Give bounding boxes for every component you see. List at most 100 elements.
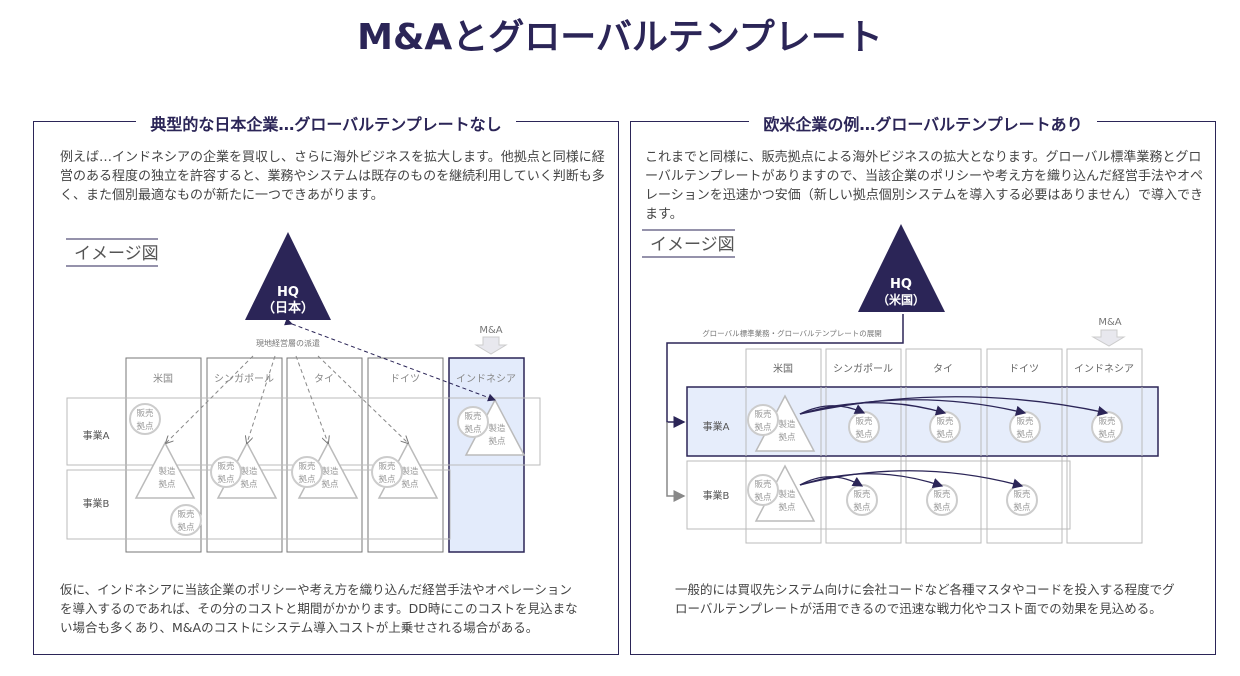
dispatch-arrow: [247, 355, 276, 443]
right-hq-country: （米国）: [877, 292, 925, 307]
sales-label: 販売: [1098, 416, 1116, 427]
sales-label: 販売: [933, 489, 951, 500]
mfg-label: 拠点: [240, 479, 258, 490]
country-label: タイ: [933, 363, 953, 375]
country-column: [206, 357, 283, 553]
sales-label: 拠点: [298, 474, 316, 485]
left-image-label: イメージ図: [74, 244, 159, 264]
sales-label: 販売: [217, 461, 235, 472]
country-label: ドイツ: [390, 374, 420, 385]
sales-base-icon: [747, 474, 779, 506]
sales-label: 販売: [1016, 416, 1034, 427]
mfg-label: 拠点: [778, 432, 796, 443]
sales-label: 拠点: [933, 502, 951, 513]
right-deploy-label: グローバル標準業務・グローバルテンプレートの展開: [702, 328, 882, 338]
mfg-label: 製造: [321, 466, 339, 477]
country-column: [125, 357, 202, 553]
business-row-b: [686, 460, 1071, 530]
mfg-label: 製造: [158, 466, 176, 477]
sales-label: 拠点: [136, 421, 154, 432]
country-label: シンガポール: [214, 373, 274, 385]
business-label: 事業B: [83, 497, 110, 510]
right-ma-arrow-icon: [1091, 329, 1126, 347]
business-label: 事業A: [83, 429, 110, 442]
mfg-label: 拠点: [778, 502, 796, 513]
slide-title: M&Aとグローバルテンプレート: [357, 17, 883, 58]
left-ma-arrow-icon: [474, 336, 508, 355]
sales-label: 販売: [378, 461, 396, 472]
country-label: インドネシア: [456, 373, 516, 385]
sales-label: 販売: [177, 509, 195, 520]
mfg-label: 拠点: [321, 479, 339, 490]
sales-label: 拠点: [855, 429, 873, 440]
sales-label: 販売: [936, 416, 954, 427]
sales-label: 拠点: [754, 492, 772, 503]
right-ma-label: M&A: [1098, 317, 1121, 328]
sales-label: 拠点: [853, 502, 871, 513]
sales-label: 販売: [754, 409, 772, 420]
sales-label: 販売: [464, 411, 482, 422]
business-label: 事業A: [703, 420, 730, 433]
sales-label: 販売: [298, 461, 316, 472]
sales-label: 拠点: [378, 474, 396, 485]
right-footer: 一般的には買収先システム向けに会社コードなど各種マスタやコードを投入する程度でグ…: [675, 582, 1175, 616]
deploy-arrow: [799, 470, 1024, 489]
business-label: 事業B: [703, 489, 730, 502]
sales-base-icon: [747, 404, 779, 436]
sales-base-icon: [371, 456, 403, 488]
mfg-label: 拠点: [158, 479, 176, 490]
country-label: ドイツ: [1009, 364, 1039, 375]
sales-base-icon: [457, 406, 489, 438]
country-label: タイ: [314, 373, 334, 385]
indonesia-dispatch-arrow: [284, 317, 496, 402]
right-panel-title: 欧米企業の例…グローバルテンプレートあり: [749, 115, 1097, 134]
mfg-base-icon: [134, 441, 196, 499]
country-label: 米国: [153, 372, 173, 385]
sales-base-icon: [210, 456, 242, 488]
sales-label: 販売: [853, 489, 871, 500]
right-image-label: イメージ図: [650, 235, 735, 255]
sales-base-icon: [170, 504, 202, 536]
sales-label: 販売: [1013, 489, 1031, 500]
country-label: 米国: [773, 362, 793, 375]
sales-base-icon: [129, 403, 161, 435]
mfg-label: 製造: [401, 466, 419, 477]
sales-label: 拠点: [936, 429, 954, 440]
sales-label: 拠点: [464, 424, 482, 435]
sales-label: 販売: [855, 416, 873, 427]
right-panel: 欧米企業の例…グローバルテンプレートあり これまでと同様に、販売拠点による海外ビ…: [630, 115, 1216, 655]
dispatch-arrow: [166, 355, 254, 443]
left-hq-country: （日本）: [262, 300, 314, 316]
right-intro: これまでと同様に、販売拠点による海外ビジネスの拡大となります。グローバル標準業務…: [645, 150, 1203, 222]
left-panel-title: 典型的な日本企業…グローバルテンプレートなし: [136, 115, 516, 134]
left-footer: 仮に、インドネシアに当該企業のポリシーや考え方を織り込んだ経営手法やオペレーショ…: [60, 582, 578, 635]
sales-label: 拠点: [754, 422, 772, 433]
left-panel: 典型的な日本企業…グローバルテンプレートなし 例えば…インドネシアの企業を買収し…: [33, 115, 619, 655]
mfg-label: 製造: [488, 423, 506, 434]
mfg-label: 製造: [778, 489, 796, 500]
sales-label: 拠点: [1016, 429, 1034, 440]
left-hq-label: HQ: [277, 285, 299, 300]
mfg-label: 拠点: [401, 479, 419, 490]
mfg-label: 製造: [240, 466, 258, 477]
left-ma-label: M&A: [479, 325, 502, 336]
deploy-arrow: [799, 396, 1109, 417]
sales-label: 販売: [136, 408, 154, 419]
sales-label: 販売: [754, 479, 772, 490]
left-dispatch-label: 現地経営層の派遣: [256, 338, 320, 348]
left-intro: 例えば…インドネシアの企業を買収し、さらに海外ビジネスを拡大します。他拠点と同様…: [60, 150, 605, 203]
dispatch-arrow: [317, 355, 408, 443]
sales-label: 拠点: [1098, 429, 1116, 440]
mfg-label: 製造: [778, 419, 796, 430]
dispatch-arrow: [295, 355, 328, 443]
mfg-label: 拠点: [488, 436, 506, 447]
right-hq-triangle: [858, 224, 945, 312]
sales-label: 拠点: [177, 522, 195, 533]
left-hq-triangle: [245, 232, 331, 320]
sales-label: 拠点: [217, 474, 235, 485]
sales-label: 拠点: [1013, 502, 1031, 513]
country-label: インドネシア: [1074, 363, 1134, 375]
sales-base-icon: [291, 456, 323, 488]
